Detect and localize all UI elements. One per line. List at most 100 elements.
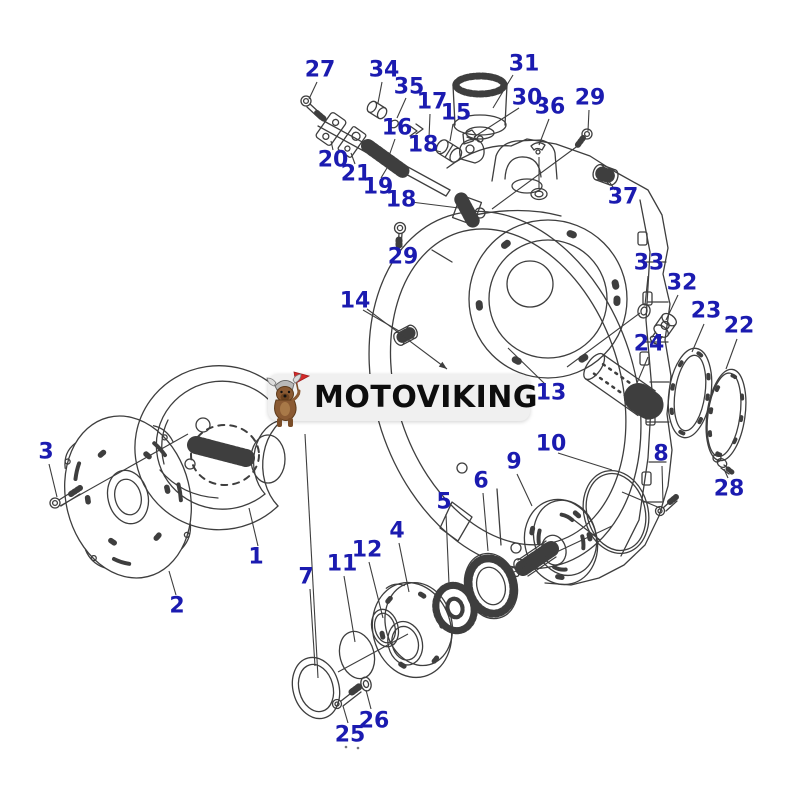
part-label-34-35: 34 xyxy=(369,58,400,83)
leader-line-part-28 xyxy=(723,468,729,479)
leader-line-part-30 xyxy=(473,107,520,138)
leader-line-part-17 xyxy=(428,113,431,139)
part-label-33-34: 33 xyxy=(634,251,665,276)
construction-line xyxy=(621,491,661,509)
part-label-13-12: 13 xyxy=(536,381,567,406)
leader-line-part-37 xyxy=(607,179,616,191)
leader-line-part-8 xyxy=(661,465,664,503)
part-label-24-24: 24 xyxy=(634,332,665,357)
leader-line-part-6 xyxy=(482,492,489,552)
construction-line xyxy=(566,312,641,368)
rod-assembly-drawing xyxy=(300,95,483,228)
part-9-hub-drawing xyxy=(510,498,599,586)
part-label-21-20: 21 xyxy=(341,162,372,187)
leader-line-part-24 xyxy=(636,356,649,384)
part-label-18-17: 18 xyxy=(408,133,439,158)
construction-line xyxy=(337,633,409,673)
part-22-cover-drawing xyxy=(705,368,747,462)
leader-line-part-15 xyxy=(449,123,454,142)
leader-line-part-20 xyxy=(330,140,334,151)
leader-line-part-33 xyxy=(644,275,649,306)
part-8-bolt-drawing xyxy=(654,494,679,517)
part-label-37-38: 37 xyxy=(608,185,639,210)
leader-line-part-27 xyxy=(308,81,318,100)
leader-line-part-10 xyxy=(557,452,613,471)
leader-line-part-16 xyxy=(388,138,396,157)
part-label-15-14: 15 xyxy=(441,101,472,126)
stray-dot xyxy=(344,745,348,749)
leader-line-part-26 xyxy=(365,689,372,710)
part-label-20-19: 20 xyxy=(318,148,349,173)
part-label-28-28: 28 xyxy=(714,477,745,502)
part-label-4-3: 4 xyxy=(389,519,404,544)
part-13-housing-drawing xyxy=(368,138,673,586)
part-label-7-6: 7 xyxy=(298,565,313,590)
part-label-32-33: 32 xyxy=(667,271,698,296)
part-label-25-25: 25 xyxy=(335,723,366,748)
part-34-plug-drawing xyxy=(366,100,388,120)
part-label-26-26: 26 xyxy=(359,709,390,734)
leader-line-part-14 xyxy=(362,309,400,332)
leader-line-part-3 xyxy=(48,463,58,498)
leader-line-part-19 xyxy=(380,167,388,179)
leader-lines-layer xyxy=(48,74,738,724)
part-37-plug-drawing xyxy=(592,163,619,186)
part-6-ring-gear-drawing xyxy=(463,552,519,620)
leader-line-part-36 xyxy=(538,118,550,146)
part-label-14-13: 14 xyxy=(340,289,371,314)
part-label-27-27: 27 xyxy=(305,58,336,83)
leader-line-part-29 xyxy=(587,109,590,132)
part-label-31-32: 31 xyxy=(509,52,540,77)
leader-line-part-29 xyxy=(399,237,403,248)
part-label-10-9: 10 xyxy=(536,432,567,457)
part-label-29-30: 29 xyxy=(388,245,419,270)
part-24-strainer-drawing xyxy=(583,352,664,420)
leader-line-part-22 xyxy=(725,338,738,370)
leader-line-part-11 xyxy=(343,575,356,643)
part-36-clip-drawing xyxy=(530,142,546,155)
leader-line-part-7 xyxy=(309,588,316,667)
leader-line-part-9 xyxy=(516,473,533,507)
stray-dot xyxy=(356,746,360,750)
part-19-spring-drawing xyxy=(361,139,411,179)
construction-line xyxy=(304,433,319,679)
part-label-8-7: 8 xyxy=(653,442,668,467)
part-label-35-36: 35 xyxy=(394,75,425,100)
part-label-29-29: 29 xyxy=(575,86,606,111)
part-label-6-5: 6 xyxy=(473,469,488,494)
part-29-bolt-top-drawing xyxy=(574,128,593,149)
part-labels-layer: 1234567891011121314151617181920211822232… xyxy=(38,52,754,748)
leader-line-part-18 xyxy=(410,201,460,209)
diagram-artwork xyxy=(49,72,747,750)
part-label-17-16: 17 xyxy=(417,90,448,115)
part-32-valve-drawing xyxy=(649,312,677,345)
part-label-9-8: 9 xyxy=(506,450,521,475)
leader-line-part-23 xyxy=(691,323,705,353)
leader-line-part-13 xyxy=(507,347,546,385)
part-label-16-15: 16 xyxy=(382,116,413,141)
part-27-bolt-drawing xyxy=(300,95,327,122)
leader-line-part-18 xyxy=(426,147,442,153)
part-label-5-4: 5 xyxy=(436,490,451,515)
part-label-11-10: 11 xyxy=(327,552,358,577)
part-label-1-0: 1 xyxy=(248,545,263,570)
part-label-3-2: 3 xyxy=(38,440,53,465)
leader-line-part-2 xyxy=(168,570,177,596)
construction-line xyxy=(491,141,584,210)
part-10-oring-drawing xyxy=(582,469,650,555)
leader-line-part-25 xyxy=(342,705,349,724)
part-25-bolt-drawing xyxy=(331,682,364,710)
leader-line-part-12 xyxy=(368,561,384,619)
part-label-12-11: 12 xyxy=(352,538,383,563)
part-label-18-21: 18 xyxy=(386,188,417,213)
part-14-bushing-drawing xyxy=(393,324,418,346)
part-18-bracket-drawing xyxy=(451,192,483,228)
leader-line-part-1 xyxy=(248,507,259,547)
motoviking-watermark: MOTOVIKING xyxy=(266,371,538,427)
part-17-pin-drawing xyxy=(409,123,424,137)
part-33-ring-drawing xyxy=(637,303,651,319)
leader-line-part-35 xyxy=(396,97,407,119)
part-label-22-22: 22 xyxy=(724,314,755,339)
leader-line-part-32 xyxy=(665,294,679,321)
